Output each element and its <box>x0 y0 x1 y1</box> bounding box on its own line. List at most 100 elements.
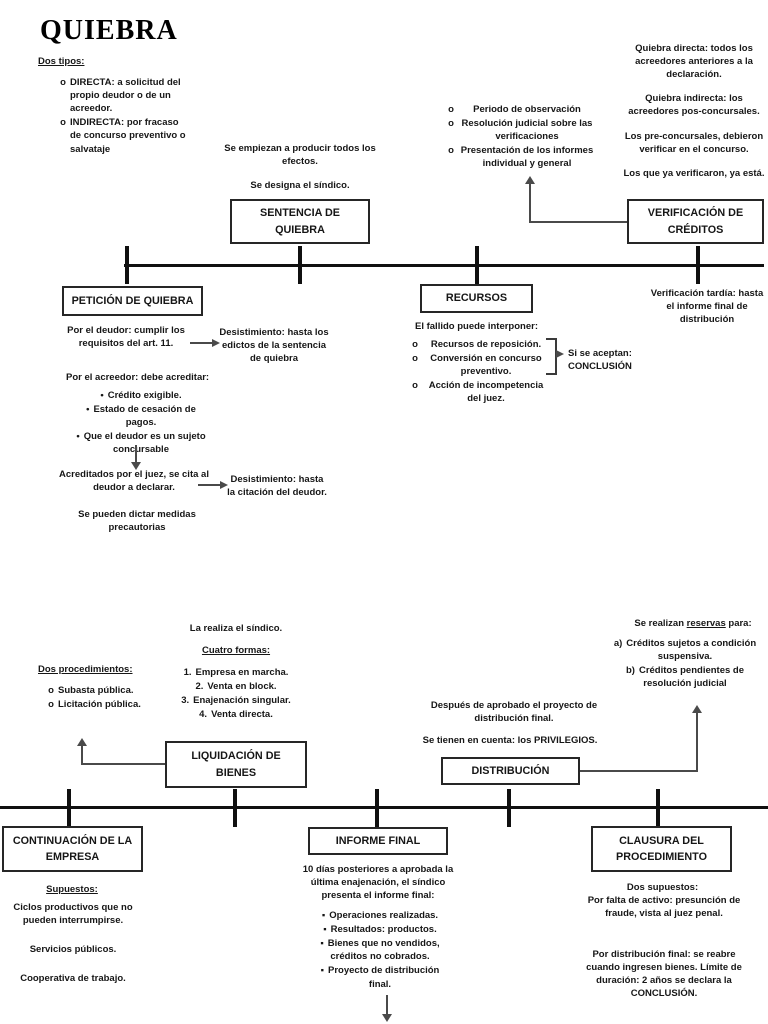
list-item: o Acción de incompetencia del juez. <box>408 379 550 405</box>
timeline-line <box>0 806 768 809</box>
tick-mark <box>475 246 479 284</box>
tick-mark <box>696 246 700 284</box>
continuacion-list: Ciclos productivos que no pueden interru… <box>8 901 138 1001</box>
desistimiento-edictos-note: Desistimiento: hasta los edictos de la s… <box>219 327 329 365</box>
arrowhead-up-icon <box>77 738 87 746</box>
list-item: a)Créditos sujetos a condición suspensiv… <box>602 637 768 663</box>
reservas-header-pre: Se realizan <box>634 618 687 629</box>
list-item-text: INDIRECTA: por fracaso de concurso preve… <box>70 117 186 155</box>
square-bullet-icon: ▪ <box>321 910 326 921</box>
list-item: ▪Bienes que no vendidos, créditos no cob… <box>312 937 448 963</box>
si-se-aceptan-note: Si se aceptan: CONCLUSIÓN <box>568 347 658 373</box>
circle-bullet-icon: o <box>448 104 454 115</box>
list-item-text: Cooperativa de trabajo. <box>20 973 126 985</box>
list-item: 2.Venta en block. <box>158 680 314 693</box>
supuestos-header: Supuestos: <box>46 884 98 895</box>
list-item: ▪Operaciones realizadas. <box>312 909 448 922</box>
note-line: CONCLUSIÓN <box>568 361 632 373</box>
list-item: o Licitación pública. <box>44 698 160 711</box>
tick-mark <box>507 789 511 827</box>
note-paragraph: Los que ya verificaron, ya está. <box>623 167 765 179</box>
informe-intro: 10 días posteriores a aprobada la última… <box>302 864 454 902</box>
medidas-precautorias-note: Se pueden dictar medidas precautorias <box>78 509 196 534</box>
sentencia-sindico-note: Se designa el síndico. <box>250 180 350 191</box>
clausura-supuestos-note: Dos supuestos: <box>626 882 699 893</box>
recursos-list: o Recursos de reposición. o Conversión e… <box>408 338 550 406</box>
connector-line <box>198 484 222 486</box>
list-item-text: Venta en block. <box>207 681 277 693</box>
circle-bullet-icon: o <box>48 699 54 711</box>
note-paragraph: Los pre-concursales, debieron verificar … <box>624 130 764 155</box>
tick-mark <box>233 789 237 827</box>
number-marker: 3. <box>181 695 190 707</box>
list-item: •Estado de cesación de pagos. <box>70 403 212 429</box>
list-item: o Periodo de observación <box>444 103 596 116</box>
list-item-text: Venta directa. <box>211 709 273 721</box>
distribucion-despues-note: Después de aprobado el proyecto de distr… <box>430 700 598 725</box>
tick-mark <box>656 789 660 827</box>
connector-line <box>529 221 627 223</box>
recursos-box: RECURSOS <box>420 284 533 313</box>
list-item: o Resolución judicial sobre las verifica… <box>444 117 596 143</box>
arrowhead-right-icon <box>212 339 220 347</box>
list-item: 3.Enajenación singular. <box>158 694 314 707</box>
verificacion-notes: Quiebra directa: todos los acreedores an… <box>620 42 768 191</box>
peticion-acreedor-note: Por el acreedor: debe acreditar: <box>66 372 210 383</box>
connector-line <box>696 712 698 772</box>
square-bullet-icon: ▪ <box>320 938 324 950</box>
clausura-distribucion-final-note: Por distribución final: se reabre cuando… <box>586 949 742 1000</box>
informe-final-box: INFORME FINAL <box>308 827 448 855</box>
list-item: 1.Empresa en marcha. <box>158 666 314 679</box>
connector-line <box>580 770 698 772</box>
dot-bullet-icon: • <box>100 390 104 401</box>
list-item-text: Operaciones realizadas. <box>329 910 439 921</box>
arrowhead-right-icon <box>556 350 564 358</box>
list-item-text: Proyecto de distribución final. <box>327 965 440 990</box>
list-item: 4.Venta directa. <box>158 708 314 721</box>
circle-bullet-icon: o <box>448 118 454 130</box>
reservas-list: a)Créditos sujetos a condición suspensiv… <box>602 637 768 691</box>
reservas-header-word: reservas <box>686 618 726 629</box>
connector-line <box>190 342 214 344</box>
arrowhead-down-icon <box>382 1014 392 1022</box>
tick-mark <box>67 789 71 827</box>
peticion-list: •Crédito exigible. •Estado de cesación d… <box>70 389 212 458</box>
list-item-text: Presentación de los informes individual … <box>460 145 594 170</box>
clausura-falta-activo-note: Por falta de activo: presunción de fraud… <box>587 895 741 920</box>
dos-procedimientos-header: Dos procedimientos: <box>38 664 133 675</box>
peticion-de-quiebra-box: PETICIÓN DE QUIEBRA <box>62 286 203 316</box>
list-item: o INDIRECTA: por fracaso de concurso pre… <box>56 116 192 155</box>
liquidacion-de-bienes-box: LIQUIDACIÓN DE BIENES <box>165 741 307 788</box>
circle-bullet-icon: o <box>448 145 454 157</box>
continuacion-empresa-box: CONTINUACIÓN DE LA EMPRESA <box>2 826 143 872</box>
circle-bullet-icon: o <box>60 77 66 88</box>
list-item-text: Periodo de observación <box>473 104 581 115</box>
square-bullet-icon: ▪ <box>323 924 327 936</box>
list-item-text: Créditos sujetos a condición suspensiva. <box>626 638 757 663</box>
peticion-deudor-note: Por el deudor: cumplir los requisitos de… <box>67 325 185 350</box>
letter-marker: b) <box>625 665 635 677</box>
dos-tipos-header: Dos tipos: <box>38 56 85 67</box>
list-item-text: Recursos de reposición. <box>430 339 542 350</box>
dot-bullet-icon: • <box>76 431 80 443</box>
list-item-text: Enajenación singular. <box>193 695 291 707</box>
connector-line <box>386 995 388 1015</box>
page-title: QUIEBRA <box>40 15 178 46</box>
circle-bullet-icon: o <box>60 117 66 129</box>
list-item-text: Que el deudor es un sujeto concursable <box>83 431 206 456</box>
list-item: ▪Proyecto de distribución final. <box>312 964 448 990</box>
connector-line <box>81 745 83 765</box>
list-item: •Que el deudor es un sujeto concursable <box>70 430 212 456</box>
arrowhead-up-icon <box>692 705 702 713</box>
list-item: o Presentación de los informes individua… <box>444 144 596 170</box>
circle-bullet-icon: o <box>412 353 418 365</box>
verificacion-de-creditos-box: VERIFICACIÓN DE CRÉDITOS <box>627 199 764 244</box>
liquidacion-realiza-note: La realiza el síndico. <box>189 623 283 634</box>
circle-bullet-icon: o <box>412 380 418 392</box>
note-paragraph: Quiebra directa: todos los acreedores an… <box>635 43 753 81</box>
connector-line <box>135 445 137 463</box>
verificacion-list: o Periodo de observación o Resolución ju… <box>444 103 596 171</box>
list-item-text: Resolución judicial sobre las verificaci… <box>461 118 593 143</box>
list-item: o Recursos de reposición. <box>408 338 550 351</box>
